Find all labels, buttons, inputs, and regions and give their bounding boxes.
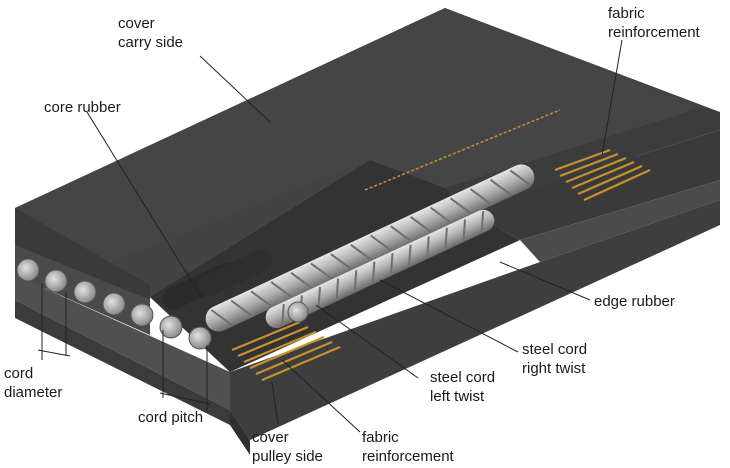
label-steel-cord-left-twist: steel cord left twist (430, 369, 496, 405)
cord-ends (16, 258, 309, 350)
core-rubber-cylinders (162, 249, 273, 310)
bottom-front-edge (15, 300, 230, 425)
leader-edge-rubber (499, 261, 591, 301)
bottom-cover-front (230, 410, 250, 455)
leader-lines (86, 39, 623, 433)
label-cord-diameter: cord diameter (4, 365, 63, 401)
steel-cord-left-twist (265, 209, 495, 329)
fabric-reinforcement-top (554, 148, 651, 202)
steel-cord-right-twist (205, 164, 535, 332)
leader-fabric-top (601, 39, 623, 156)
label-cord-pitch: cord pitch (138, 409, 204, 426)
lower-right-step (465, 130, 720, 240)
fabric-reinforcement-bottom (231, 320, 341, 382)
leader-right-twist (379, 279, 519, 353)
leader-core-rubber (86, 111, 201, 296)
edge-rubber-face (520, 180, 720, 262)
front-side-face (15, 208, 150, 300)
front-side-bottom-layer (15, 275, 230, 410)
label-cover-carry-side: cover carry side (118, 15, 184, 51)
label-steel-cord-right-twist: steel cord right twist (522, 341, 588, 377)
label-core-rubber: core rubber (44, 99, 121, 116)
dimension-lines (37, 283, 211, 410)
leader-fabric-bottom (281, 359, 361, 433)
top-cover-back (15, 8, 700, 300)
label-fabric-reinforcement-top: fabric reinforcement (608, 5, 700, 41)
label-fabric-reinforcement-bottom: fabric reinforcement (362, 429, 454, 465)
leader-cover-pulley (271, 381, 279, 426)
fabric-edge-line (364, 109, 561, 191)
bottom-cover-surface (230, 200, 720, 440)
label-edge-rubber: edge rubber (594, 293, 675, 310)
label-cover-pulley-side: cover pulley side (252, 429, 323, 465)
leader-left-twist (315, 304, 419, 379)
leader-cover-carry (199, 55, 271, 123)
